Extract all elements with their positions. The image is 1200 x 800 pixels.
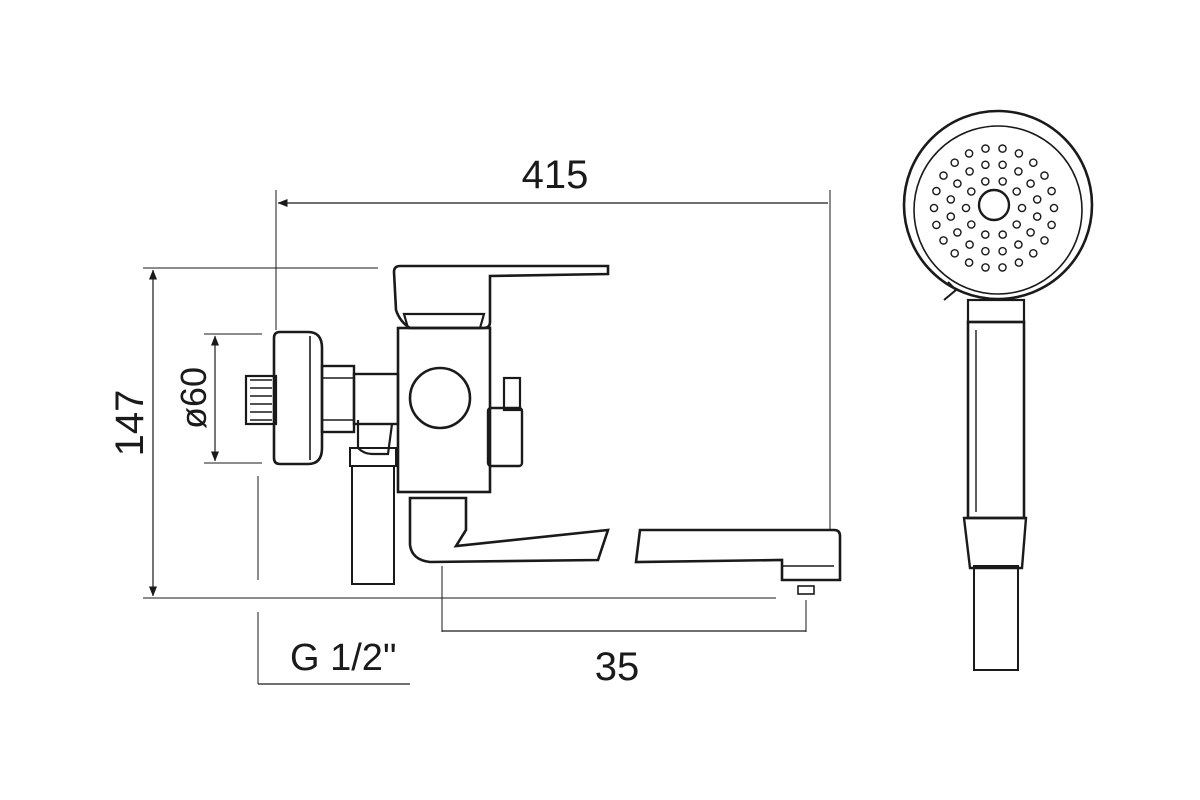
nozzle [965, 240, 974, 249]
nozzle [998, 144, 1007, 153]
diverter-knob [486, 376, 524, 468]
nozzle [965, 167, 974, 176]
spout [408, 496, 842, 595]
nozzle [1049, 203, 1059, 213]
nozzle [1047, 220, 1056, 230]
nozzle [932, 186, 941, 196]
overall-length-label: 415 [522, 153, 589, 197]
nozzle [998, 160, 1007, 170]
nozzle [953, 228, 962, 237]
reference-lines [257, 250, 277, 580]
eccentric-nut [320, 364, 400, 434]
hand-shower [902, 109, 1094, 671]
shower-hose [973, 565, 1019, 671]
dimension-height: 147 [108, 267, 776, 599]
nozzle [946, 195, 956, 204]
nozzle [1026, 228, 1035, 237]
nozzle [981, 246, 990, 256]
nozzle [967, 220, 976, 229]
nozzle [1014, 240, 1023, 249]
nozzle [998, 263, 1007, 272]
dimension-overall-length: 415 [275, 153, 831, 530]
nozzle [981, 263, 990, 272]
nozzle [998, 230, 1008, 239]
nozzle [1012, 220, 1022, 229]
nozzle [946, 212, 956, 221]
hose-outlet [349, 420, 397, 467]
wall-flange [244, 330, 324, 466]
nozzle [1014, 149, 1024, 158]
dimension-flange-diameter: ø60 [173, 333, 262, 464]
nozzle [950, 158, 960, 167]
flange-diameter-label: ø60 [173, 367, 214, 429]
shower-handle [962, 298, 1028, 570]
nozzle [964, 149, 974, 158]
dimension-spout-offset: 35 [441, 566, 807, 689]
nozzle [998, 246, 1007, 256]
nozzle [1032, 195, 1042, 204]
nozzle [1029, 158, 1038, 167]
nozzle [1026, 179, 1035, 188]
nozzle [953, 179, 962, 188]
mixer-hose [351, 465, 395, 585]
spout-offset-label: 35 [595, 645, 640, 689]
nozzle [998, 177, 1008, 186]
nozzle [939, 236, 948, 245]
nozzle [1014, 167, 1023, 176]
lever-handle [392, 264, 610, 330]
nozzle [964, 258, 974, 267]
shower-nozzles [929, 144, 1059, 272]
nozzle [1014, 258, 1024, 267]
nozzle [939, 171, 948, 180]
nozzle [981, 160, 990, 170]
nozzle [1032, 212, 1042, 221]
nozzle [1017, 203, 1027, 213]
nozzle [961, 203, 971, 213]
dimension-thread: G 1/2" [257, 612, 410, 685]
nozzle [929, 203, 939, 213]
nozzle [1029, 248, 1038, 258]
nozzle [932, 220, 941, 230]
nozzle [1040, 236, 1049, 245]
nozzle [1040, 171, 1049, 180]
nozzle [981, 230, 990, 239]
shower-head [902, 109, 1094, 301]
height-label: 147 [108, 390, 152, 457]
nozzle [1012, 187, 1022, 196]
nozzle [981, 177, 990, 186]
nozzle [950, 248, 960, 258]
mixer-body [396, 312, 492, 494]
nozzle [967, 187, 976, 196]
nozzle [981, 144, 990, 153]
thread-label: G 1/2" [290, 637, 396, 679]
nozzle [1047, 186, 1056, 196]
